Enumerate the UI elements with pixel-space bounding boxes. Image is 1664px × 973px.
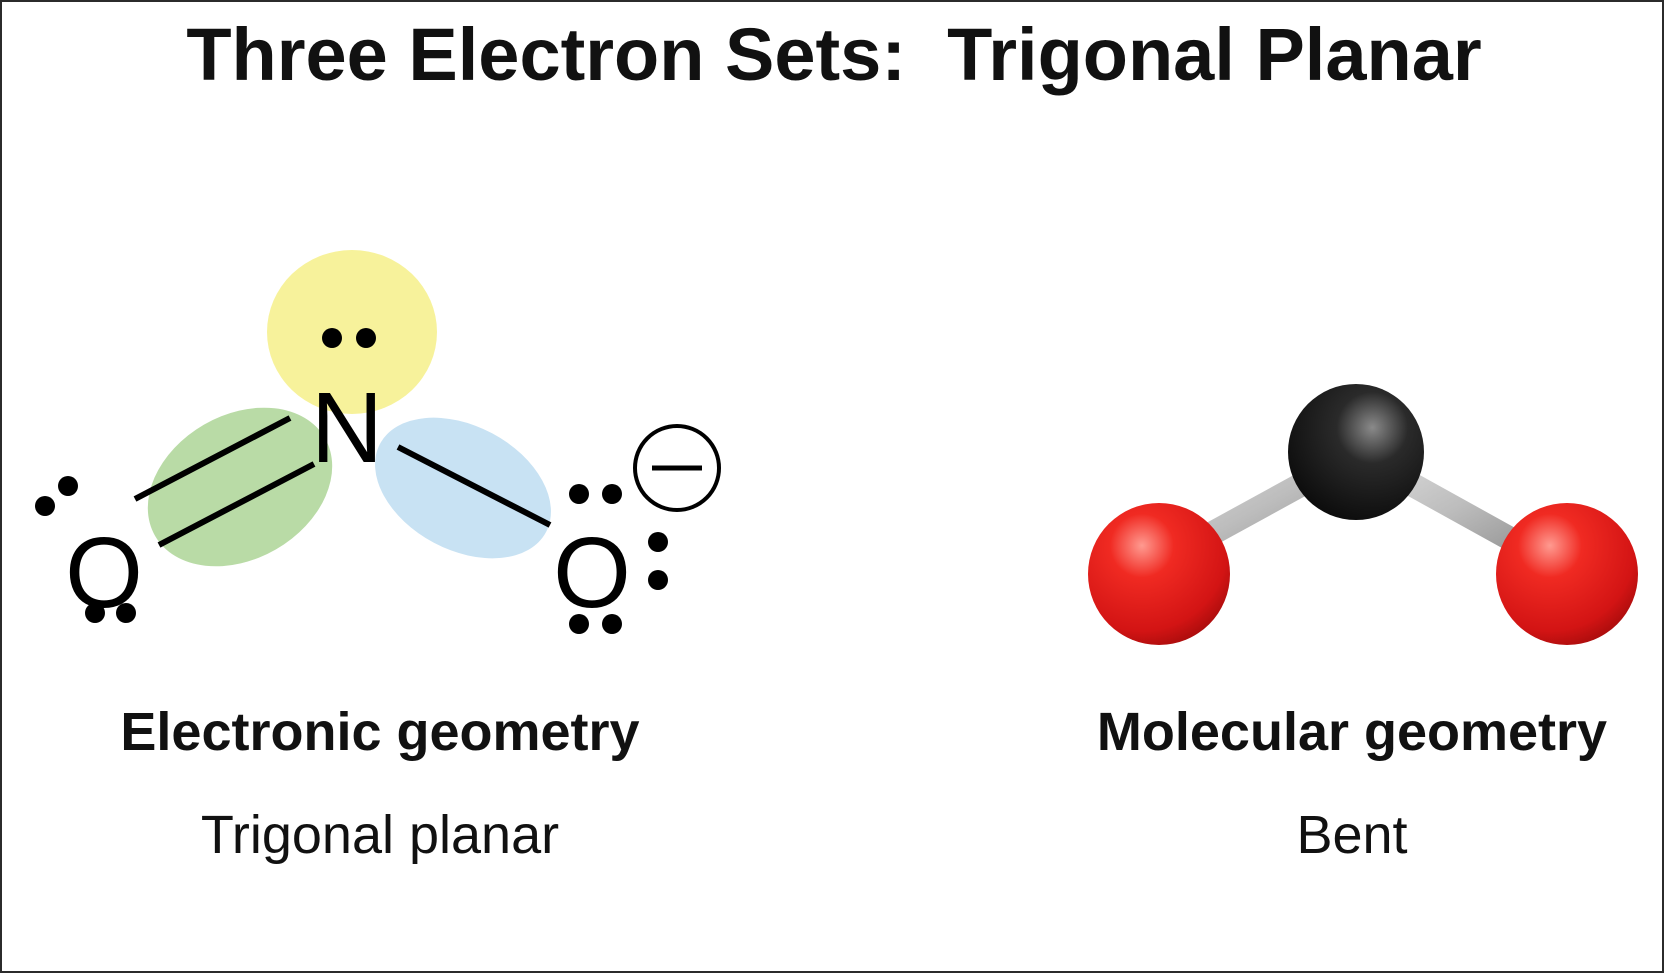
single-bond-region <box>375 417 551 559</box>
molecular-geometry-value: Bent <box>1296 805 1407 865</box>
oxygen-ball-left <box>1088 503 1230 645</box>
molecular-geometry-heading: Molecular geometry <box>1097 702 1607 762</box>
double-bond-line <box>133 415 292 502</box>
double-bond-line <box>157 461 316 548</box>
lone-pair-region <box>267 250 437 414</box>
lone-pair-dots <box>35 328 668 634</box>
center-atom-ball <box>1288 384 1424 520</box>
electronic-geometry-value: Trigonal planar <box>201 805 559 865</box>
negative-charge-icon <box>633 424 721 512</box>
ball-and-stick-model <box>1088 384 1638 645</box>
single-bond-line <box>396 444 552 528</box>
lewis-structure: N O O <box>35 250 721 634</box>
oxygen-atom-right: O <box>553 517 631 629</box>
nitrogen-atom: N <box>311 372 383 484</box>
page-title: Three Electron Sets: Trigonal Planar <box>186 13 1482 96</box>
oxygen-ball-right <box>1496 503 1638 645</box>
electronic-geometry-heading: Electronic geometry <box>120 702 639 762</box>
